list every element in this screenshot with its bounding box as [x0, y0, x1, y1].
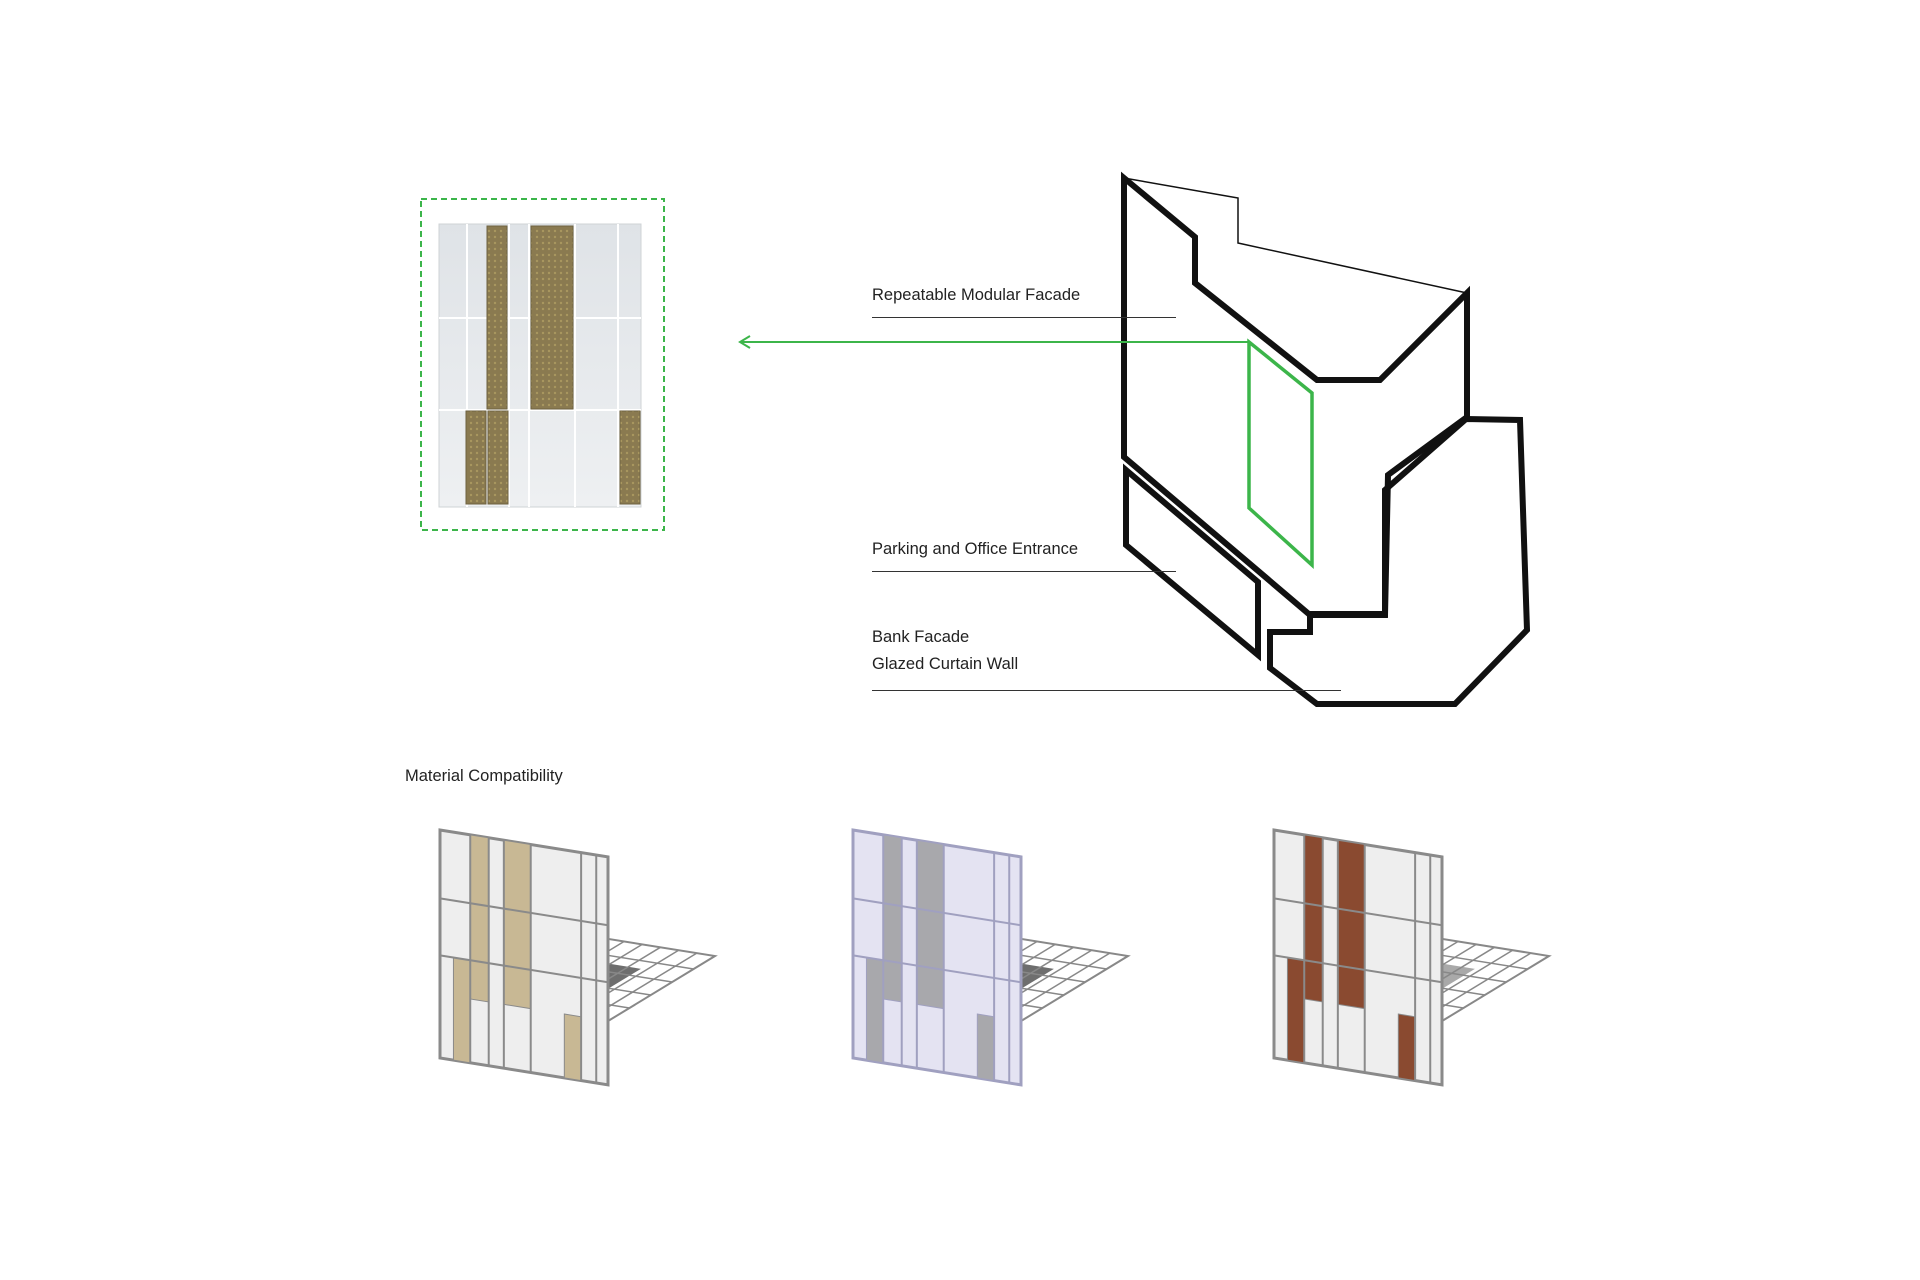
podium-block — [1123, 463, 1261, 662]
module-tan-panel — [438, 828, 718, 1087]
module-cladding-panel — [563, 1013, 582, 1082]
tower-block — [1121, 171, 1470, 618]
module-cladding-panel — [916, 839, 945, 1010]
label-material-compatibility: Material Compatibility — [405, 767, 563, 785]
label-repeatable-modular-facade: Repeatable Modular Facade — [872, 286, 1081, 304]
module-cladding-panel — [452, 956, 471, 1064]
module-mullions — [439, 834, 609, 1083]
module-cladding-panel — [976, 1013, 995, 1082]
elevation-mullions — [439, 224, 641, 507]
leader-line-parking — [872, 571, 1176, 572]
highlighted-module — [1247, 338, 1314, 569]
module-cladding-panel — [503, 839, 532, 1010]
module-cladding-panel — [1303, 834, 1324, 1003]
label-glazed-curtain-wall: Glazed Curtain Wall — [872, 655, 1019, 673]
module-cladding-panel — [469, 834, 490, 1003]
label-bank-facade: Bank Facade — [872, 628, 970, 646]
module-perforated-metal — [851, 828, 1131, 1087]
label-parking-office-entrance: Parking and Office Entrance — [872, 540, 1079, 558]
module-mullions — [852, 834, 1022, 1083]
module-cladding-panel — [1286, 956, 1305, 1064]
leader-line-bank — [872, 690, 1341, 691]
green-arrow — [738, 335, 1249, 349]
module-cladding-panel — [865, 956, 884, 1064]
module-cladding-panel — [1337, 839, 1366, 1010]
module-mullions — [1273, 834, 1443, 1083]
module-cladding-panel — [882, 834, 903, 1003]
roof-edge-line — [1123, 177, 1468, 294]
module-cladding-panel — [1397, 1013, 1416, 1082]
dashed-frame — [420, 198, 665, 531]
leader-line-repeatable — [872, 317, 1176, 318]
module-brick — [1272, 828, 1552, 1087]
wing-block — [1267, 415, 1531, 707]
elevation-mesh-panels — [465, 225, 641, 505]
